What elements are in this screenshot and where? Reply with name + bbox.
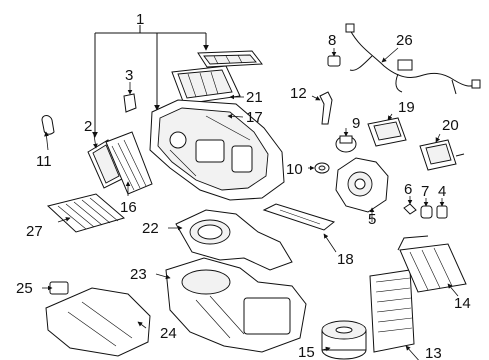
callout-22: 22 [142,220,159,237]
callout-16: 16 [120,199,137,216]
grommet-part-11 [41,115,55,135]
callout-numbers: 1 2 3 4 5 6 7 8 9 10 11 12 13 14 15 16 1… [16,11,471,360]
callout-9: 9 [352,115,360,132]
wiring-harness-part-26 [345,23,481,95]
callout-15: 15 [298,344,315,360]
callout-10: 10 [286,161,303,178]
top-filter-cover [197,50,263,68]
callout-7: 7 [421,183,429,200]
callout-3: 3 [125,67,133,84]
control-module-part-19 [367,117,407,147]
callout-11: 11 [36,153,52,170]
callout-19: 19 [398,99,415,116]
bracket-part-3 [123,93,137,113]
sensor-part-4 [436,205,448,219]
evaporator-core-part-13 [369,269,415,353]
sensor-part-7 [420,205,433,219]
leader-lines [42,47,459,360]
blower-housing-lower-part-23 [165,257,307,353]
callout-18: 18 [337,251,354,268]
callout-27: 27 [26,223,43,240]
blower-motor-part-15 [321,320,367,360]
lower-duct-part-24 [45,287,151,357]
actuator-part-9 [335,135,357,153]
seal-strip-part-18 [262,203,336,231]
callout-2: 2 [84,118,92,135]
callout-25: 25 [16,280,33,297]
filter-frame-part-2 [87,139,125,189]
callout-6: 6 [404,181,412,198]
callout-24: 24 [160,325,177,342]
callout-23: 23 [130,266,147,283]
callout-12: 12 [290,85,307,102]
callout-17: 17 [246,109,263,126]
connector-part-8 [327,55,341,67]
callout-26: 26 [396,32,413,49]
callout-8: 8 [328,32,336,49]
clip-part-12 [319,91,333,125]
callout-13: 13 [425,345,442,360]
actuator-part-20 [419,139,465,171]
callout-20: 20 [442,117,459,134]
hvac-main-case [149,99,285,201]
block-part-25 [49,281,69,295]
callout-21: 21 [246,89,263,106]
actuator-assembly-part-5 [335,157,389,213]
callout-1-bracket [92,25,209,138]
grommet-part-10 [314,162,330,174]
heater-core-part-14 [397,235,467,293]
clip-part-6 [403,203,417,215]
callout-14: 14 [454,295,471,312]
cabin-filter-part-27 [46,193,126,233]
callout-4: 4 [438,183,446,200]
callout-1: 1 [136,11,144,28]
callout-5: 5 [368,211,376,228]
upper-duct-part-21 [171,65,241,105]
blower-housing-upper-part-22 [175,209,293,271]
